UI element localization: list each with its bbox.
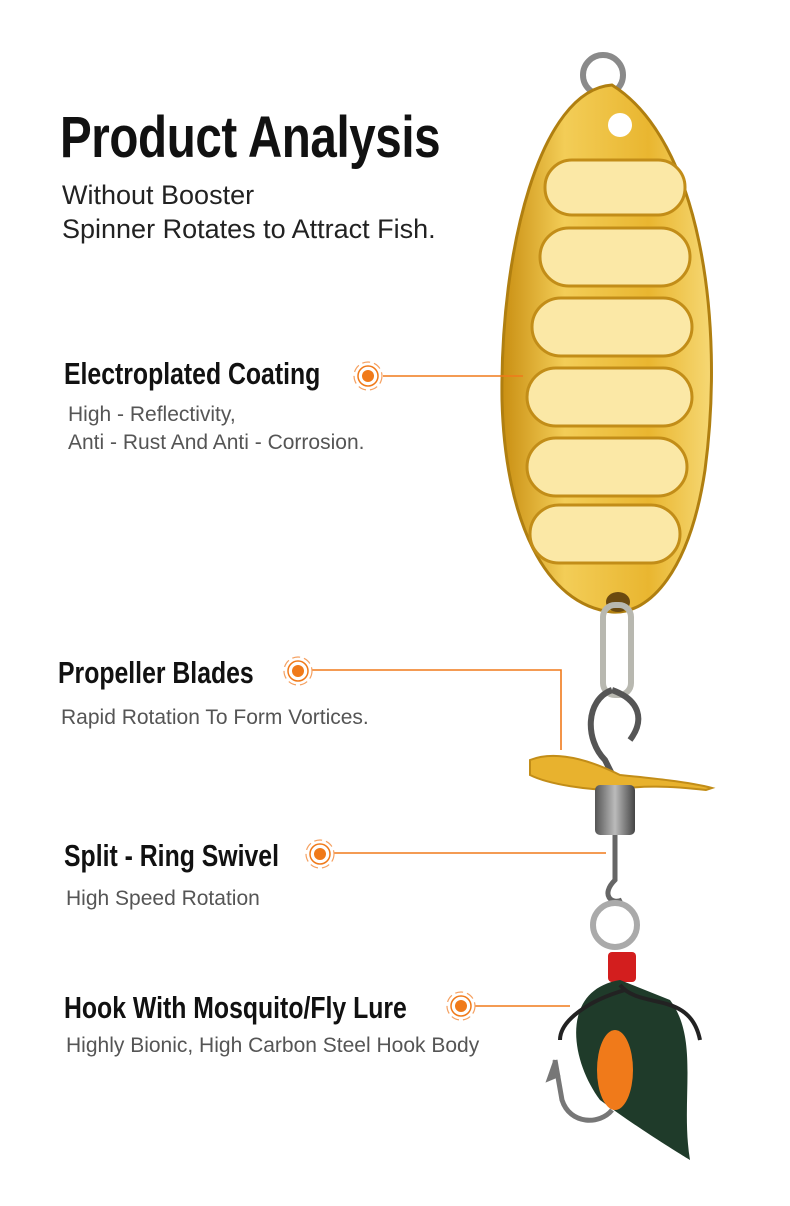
callout-lines bbox=[312, 375, 606, 1007]
bottom-split-ring bbox=[590, 900, 640, 950]
target-dot-icon bbox=[305, 839, 335, 869]
feature-desc-coating-2: Anti - Rust And Anti - Corrosion. bbox=[68, 431, 365, 454]
hook bbox=[552, 1059, 614, 1123]
target-dot-icon bbox=[283, 656, 313, 686]
feature-heading-swivel: Split - Ring Swivel bbox=[64, 838, 279, 873]
spoon-hole-top bbox=[608, 113, 632, 137]
spoon-ribs bbox=[525, 158, 694, 565]
target-dot-icon bbox=[446, 991, 476, 1021]
feature-desc-swivel: High Speed Rotation bbox=[66, 887, 260, 910]
fly-head bbox=[608, 952, 636, 982]
subtitle-line-1: Without Booster bbox=[62, 180, 255, 210]
feature-heading-propeller: Propeller Blades bbox=[58, 655, 254, 690]
feature-desc-coating-1: High - Reflectivity, bbox=[68, 403, 236, 426]
page-title: Product Analysis bbox=[60, 105, 441, 170]
feature-desc-hook: Highly Bionic, High Carbon Steel Hook Bo… bbox=[66, 1034, 480, 1057]
propeller-blade bbox=[529, 754, 716, 792]
feature-heading-coating: Electroplated Coating bbox=[64, 356, 321, 391]
barrel-swivel bbox=[595, 785, 635, 835]
fly-body bbox=[597, 1030, 633, 1110]
target-dot-icon bbox=[353, 361, 383, 391]
feature-heading-hook: Hook With Mosquito/Fly Lure bbox=[64, 990, 407, 1025]
feature-desc-propeller: Rapid Rotation To Form Vortices. bbox=[61, 706, 369, 729]
subtitle-line-2: Spinner Rotates to Attract Fish. bbox=[62, 214, 436, 244]
